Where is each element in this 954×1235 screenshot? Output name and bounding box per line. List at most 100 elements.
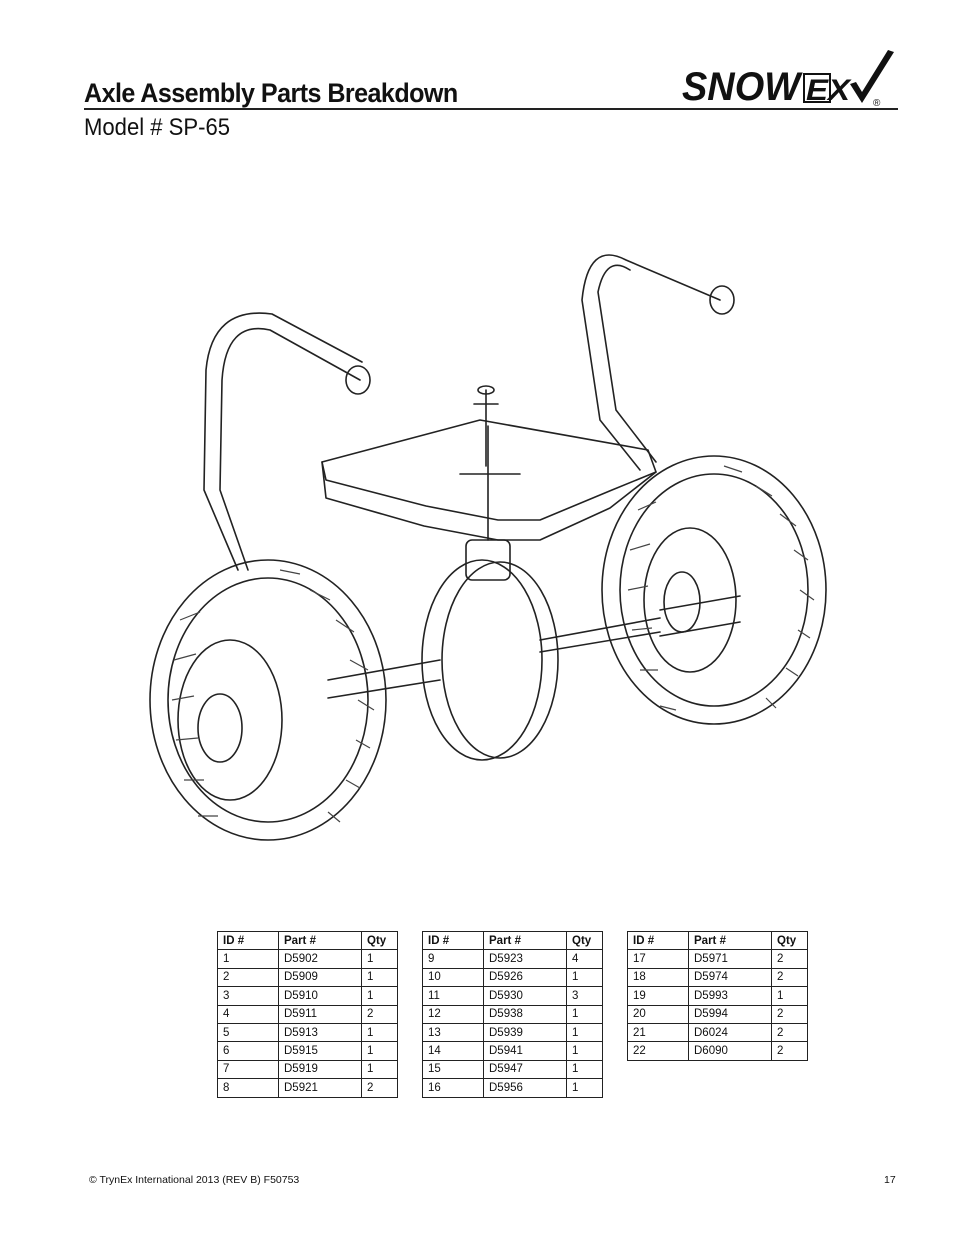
cell-part: D5915 xyxy=(278,1041,362,1061)
logo-registered: ® xyxy=(873,98,881,109)
cell-qty: 1 xyxy=(566,1041,603,1061)
cell-id: 3 xyxy=(217,986,279,1006)
page-title: Axle Assembly Parts Breakdown xyxy=(84,78,458,108)
cell-part: D5921 xyxy=(278,1078,362,1098)
cell-part: D5947 xyxy=(483,1059,567,1080)
cell-id: 12 xyxy=(422,1004,484,1024)
cell-qty: 1 xyxy=(566,1059,603,1080)
right-handle-grip xyxy=(709,285,735,315)
cell-part: D6090 xyxy=(688,1041,772,1061)
right-handle xyxy=(581,254,721,471)
cell-qty: 1 xyxy=(566,1022,603,1043)
check-mark-icon xyxy=(850,50,894,103)
cell-part: D5923 xyxy=(483,949,567,969)
logo-snow-text: SNOW xyxy=(682,65,803,109)
header-part: Part # xyxy=(688,930,772,951)
cell-part: D5910 xyxy=(278,986,362,1006)
right-wheel-tire xyxy=(601,455,827,725)
cell-id: 17 xyxy=(627,949,689,969)
cell-id: 6 xyxy=(217,1041,279,1061)
footer-copyright: © TrynEx International 2013 (REV B) F507… xyxy=(89,1174,300,1186)
cell-qty: 2 xyxy=(771,1022,808,1043)
cell-part: D5956 xyxy=(483,1078,567,1098)
logo-ex-text: EX xyxy=(806,74,852,107)
cell-qty: 1 xyxy=(361,1022,398,1043)
cell-qty: 1 xyxy=(361,949,398,969)
cell-qty: 1 xyxy=(361,1059,398,1080)
cell-qty: 2 xyxy=(771,949,808,969)
cell-part: D5919 xyxy=(278,1059,362,1080)
cell-part: D5913 xyxy=(278,1022,362,1043)
cell-qty: 2 xyxy=(361,1078,398,1098)
cell-qty: 1 xyxy=(361,986,398,1006)
cell-part: D5974 xyxy=(688,967,772,988)
cell-qty: 1 xyxy=(361,1041,398,1061)
axle-assembly-drawing xyxy=(149,254,827,841)
footer-page-number: 17 xyxy=(884,1174,896,1186)
cell-id: 7 xyxy=(217,1059,279,1080)
cell-id: 4 xyxy=(217,1004,279,1024)
cell-part: D5911 xyxy=(278,1004,362,1024)
left-handle-grip xyxy=(345,365,371,395)
cell-part: D5941 xyxy=(483,1041,567,1061)
cell-id: 9 xyxy=(422,949,484,969)
cell-qty: 2 xyxy=(771,967,808,988)
title-rule xyxy=(84,108,898,110)
table-header-row: ID # Part # Qty xyxy=(422,930,603,951)
cell-id: 13 xyxy=(422,1022,484,1043)
left-wheel-tire xyxy=(149,559,387,841)
snowex-logo: SNOW EX ® xyxy=(682,50,894,109)
cell-id: 21 xyxy=(627,1022,689,1043)
cell-id: 16 xyxy=(422,1078,484,1098)
cell-qty: 1 xyxy=(771,986,808,1006)
cell-qty: 2 xyxy=(361,1004,398,1024)
cell-id: 2 xyxy=(217,967,279,988)
cell-part: D5939 xyxy=(483,1022,567,1043)
cell-part: D5909 xyxy=(278,967,362,988)
table-header-row: ID # Part # Qty xyxy=(217,930,398,951)
cell-qty: 3 xyxy=(566,986,603,1006)
cell-part: D5938 xyxy=(483,1004,567,1024)
cell-qty: 2 xyxy=(771,1004,808,1024)
cell-id: 20 xyxy=(627,1004,689,1024)
cell-id: 5 xyxy=(217,1022,279,1043)
cell-id: 19 xyxy=(627,986,689,1006)
cell-id: 14 xyxy=(422,1041,484,1061)
spinner-housing xyxy=(421,559,543,761)
cell-id: 18 xyxy=(627,967,689,988)
cell-id: 8 xyxy=(217,1078,279,1098)
header-qty: Qty xyxy=(566,930,603,951)
cell-qty: 2 xyxy=(771,1041,808,1061)
table-header-row: ID # Part # Qty xyxy=(627,930,808,951)
header-id: ID # xyxy=(217,930,279,951)
cell-part: D5994 xyxy=(688,1004,772,1024)
cell-id: 22 xyxy=(627,1041,689,1061)
cell-part: D5930 xyxy=(483,986,567,1006)
cell-part: D5971 xyxy=(688,949,772,969)
model-number: Model # SP-65 xyxy=(84,114,231,141)
cell-part: D5993 xyxy=(688,986,772,1006)
cell-qty: 1 xyxy=(566,1004,603,1024)
cell-id: 11 xyxy=(422,986,484,1006)
